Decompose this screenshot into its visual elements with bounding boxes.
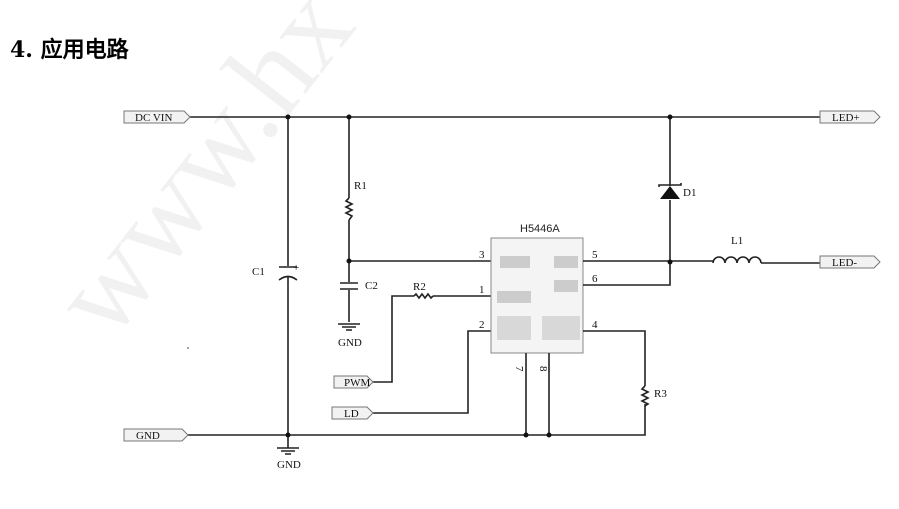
svg-text:PWM: PWM xyxy=(344,377,371,389)
ic-pin-labels-blurred xyxy=(497,256,580,340)
r2-symbol xyxy=(413,292,434,300)
c2-label: C2 xyxy=(365,280,378,292)
watermark: www.hx xyxy=(26,0,378,360)
pin-7: 7 xyxy=(513,366,525,372)
port-gnd: GND xyxy=(123,428,189,442)
port-dc-vin: DC VIN xyxy=(123,110,191,124)
pin4-wire xyxy=(583,330,646,386)
inductor-icon xyxy=(712,256,820,264)
port-ld: LD xyxy=(331,406,374,420)
c1-label: C1 xyxy=(252,266,265,278)
pin78-wires xyxy=(525,353,550,435)
r1-symbol xyxy=(344,197,354,221)
gnd-label: GND xyxy=(277,459,301,471)
port-led-plus: LED+ xyxy=(819,110,881,124)
diode-icon xyxy=(660,186,680,199)
r2-label: R2 xyxy=(413,281,426,293)
gnd-rail xyxy=(188,404,646,436)
ground-icon xyxy=(338,323,360,331)
section-title: 4. 应用电路 xyxy=(10,37,129,63)
stray-dot xyxy=(187,347,189,349)
port-led-minus: LED- xyxy=(819,255,881,269)
gnd-label: GND xyxy=(338,337,362,349)
d1-label: D1 xyxy=(683,187,696,199)
pin-6: 6 xyxy=(592,273,598,285)
pin-8: 8 xyxy=(537,366,549,372)
pin-4: 4 xyxy=(592,319,598,331)
svg-text:DC VIN: DC VIN xyxy=(135,112,172,124)
ld-wire xyxy=(373,330,491,414)
pin-3: 3 xyxy=(479,249,485,261)
svg-text:LD: LD xyxy=(344,408,359,420)
pin-5: 5 xyxy=(592,249,598,261)
c2-symbol xyxy=(340,282,358,290)
r1-label: R1 xyxy=(354,180,367,192)
junction-dots xyxy=(285,114,673,438)
svg-text:GND: GND xyxy=(136,430,160,442)
r3-label: R3 xyxy=(654,388,667,400)
pin-2: 2 xyxy=(479,319,485,331)
port-pwm: PWM xyxy=(333,375,374,389)
c1-symbol xyxy=(278,266,298,281)
svg-text:LED-: LED- xyxy=(832,257,857,269)
zener-bar xyxy=(658,183,682,187)
pwm-wire xyxy=(373,295,491,383)
pin56-wire xyxy=(583,117,713,286)
r3-symbol xyxy=(640,385,650,407)
ground-icon xyxy=(277,447,299,455)
ic-name: H5446A xyxy=(520,223,560,235)
l1-label: L1 xyxy=(731,235,743,247)
svg-text:LED+: LED+ xyxy=(832,112,860,124)
c1-polarity: + xyxy=(293,262,299,274)
pin-1: 1 xyxy=(479,284,485,296)
